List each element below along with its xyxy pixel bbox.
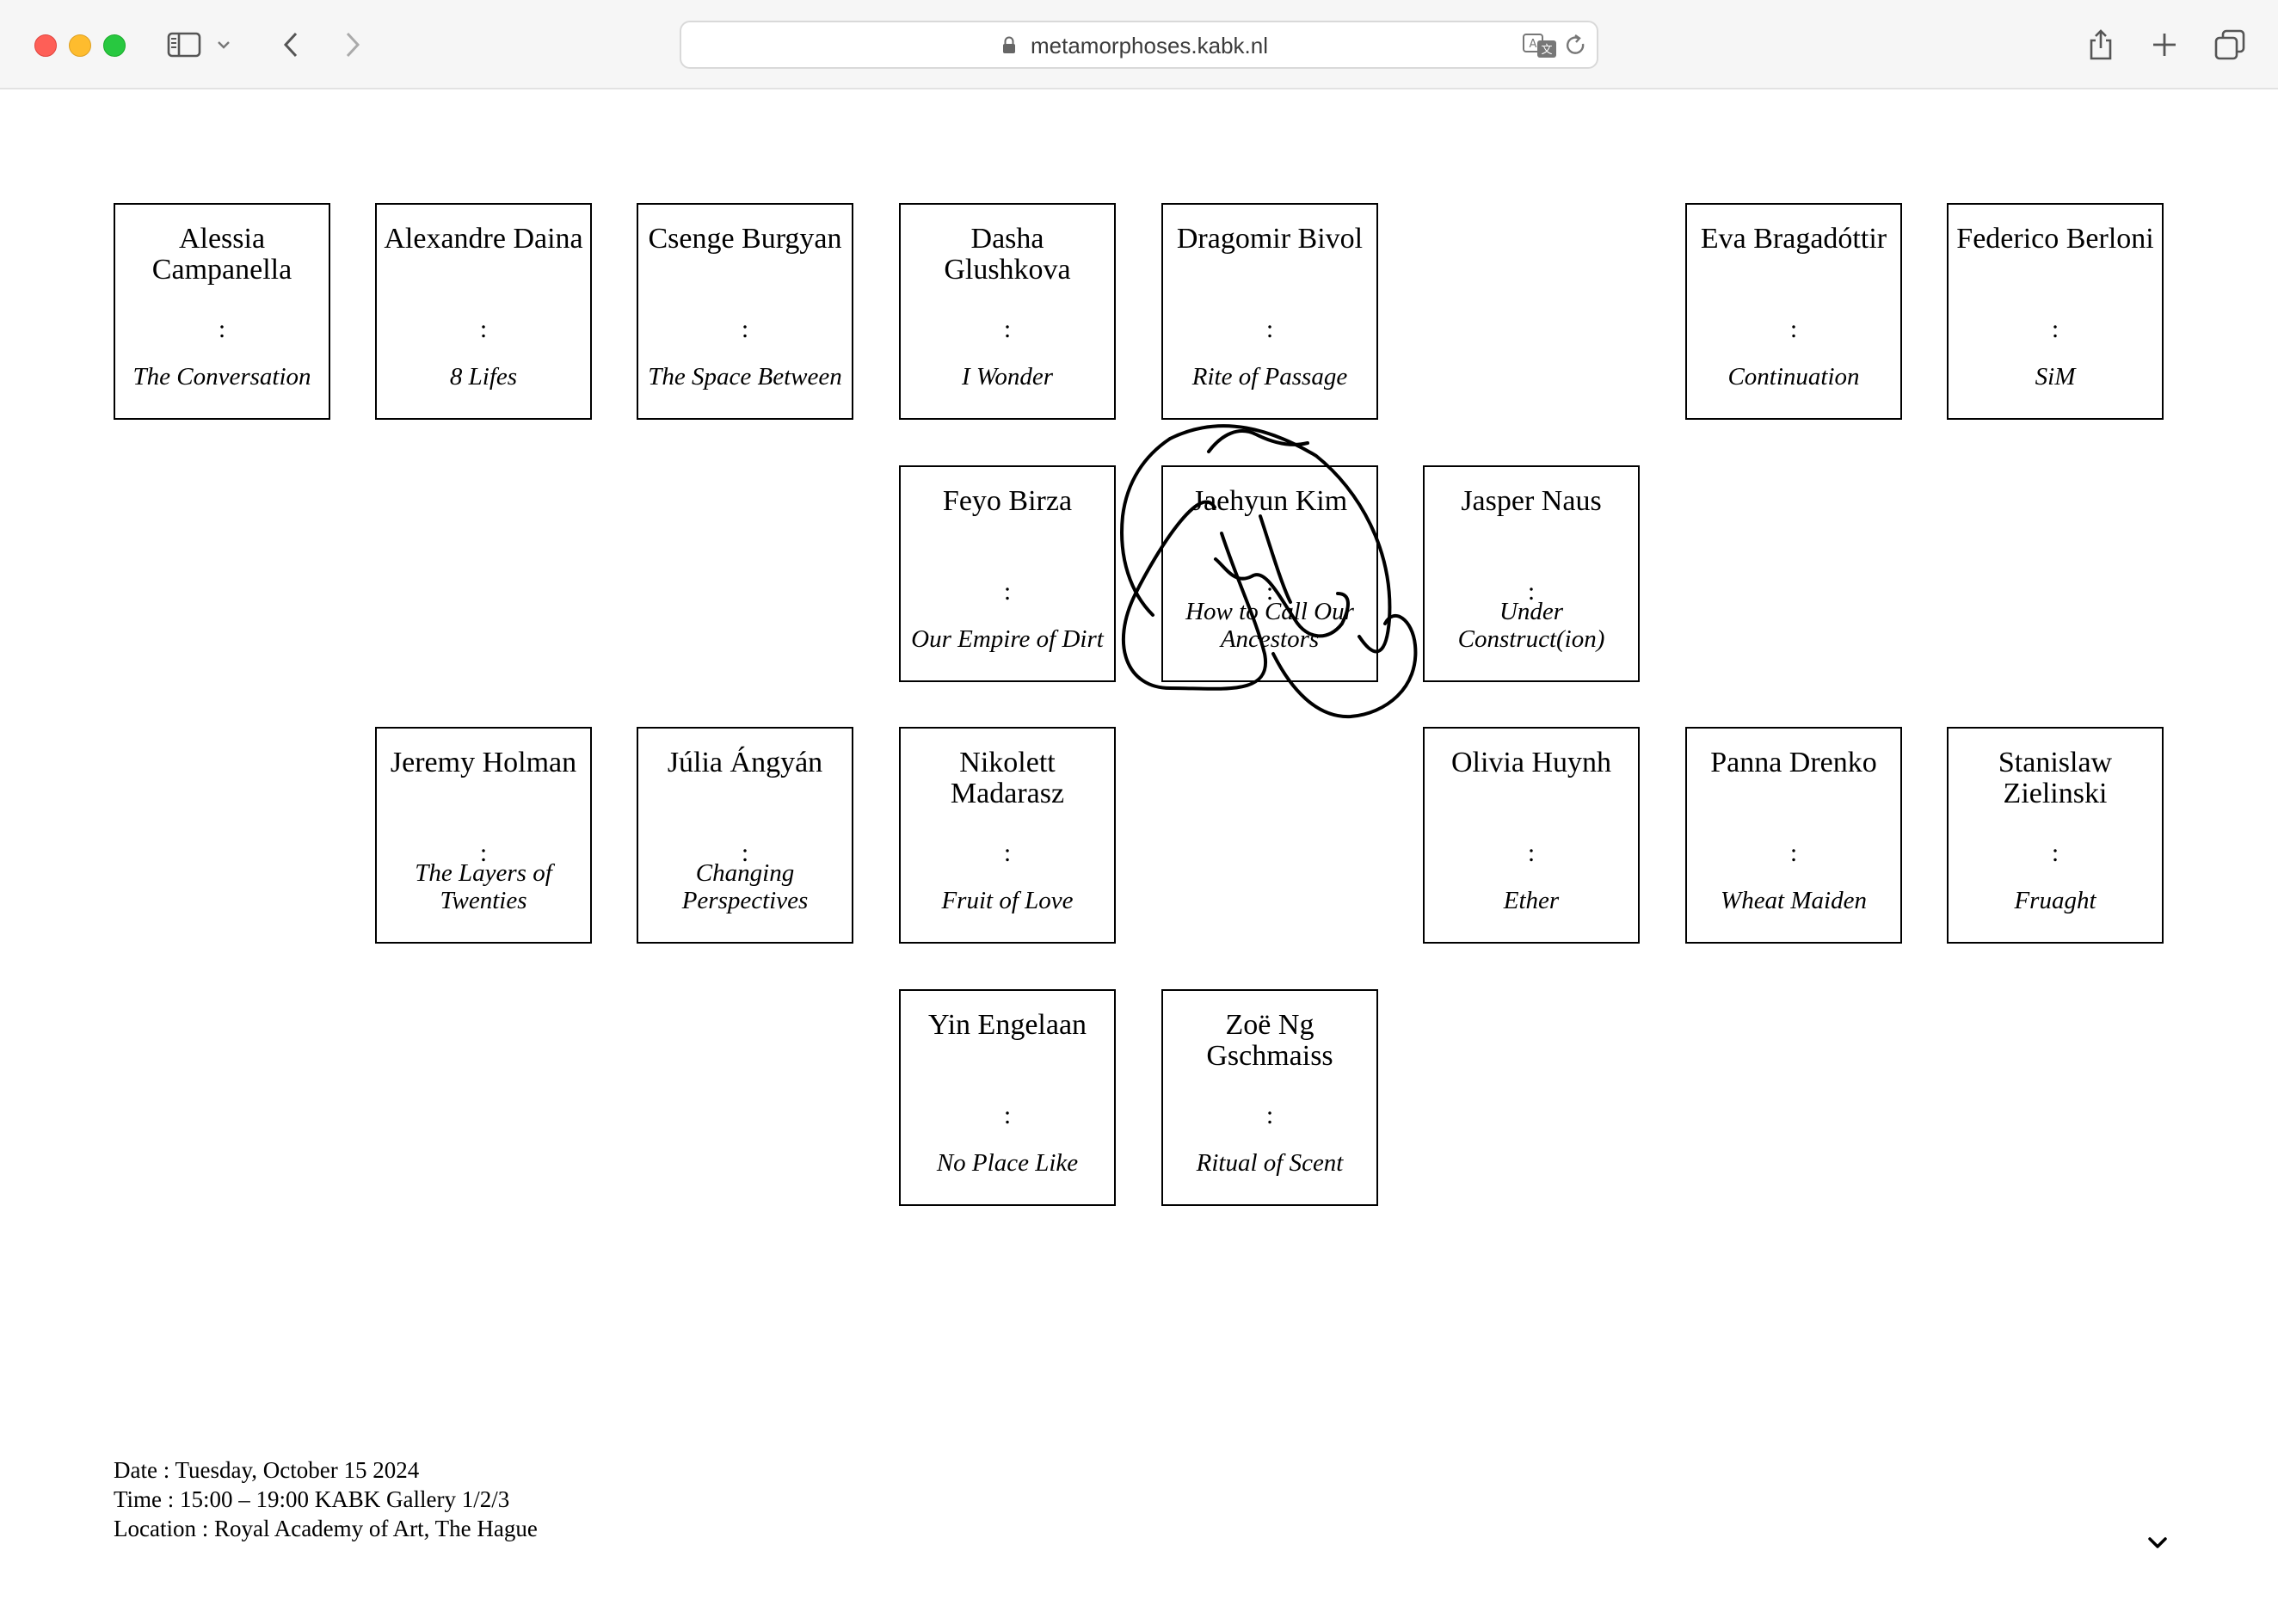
separator: : bbox=[741, 315, 749, 343]
artist-tile[interactable]: Federico Berloni : SiM bbox=[1947, 203, 2164, 420]
separator: : bbox=[1265, 315, 1274, 343]
event-location: Location : Royal Academy of Art, The Hag… bbox=[114, 1516, 538, 1541]
artist-name: Yin Engelaan bbox=[927, 1009, 1087, 1041]
artist-name: Olivia Huynh bbox=[1450, 747, 1612, 778]
artist-tile[interactable]: Dragomir Bivol : Rite of Passage bbox=[1161, 203, 1378, 420]
sidebar-icon[interactable] bbox=[165, 26, 203, 64]
artist-name: Alessia Campanella bbox=[151, 223, 292, 286]
work-title: Our Empire of Dirt bbox=[911, 625, 1104, 653]
artist-tile[interactable]: Stanislaw Zielinski : Fruaght bbox=[1947, 727, 2164, 944]
separator: : bbox=[1527, 577, 1536, 606]
separator: : bbox=[1265, 1101, 1274, 1129]
work-title: The Layers of Twenties bbox=[415, 859, 552, 914]
chevron-right-icon[interactable] bbox=[334, 26, 372, 64]
work-title: No Place Like bbox=[936, 1149, 1079, 1177]
reload-icon[interactable] bbox=[1564, 34, 1588, 58]
artist-name: Nikolett Madarasz bbox=[950, 747, 1065, 809]
artist-tile[interactable]: Dasha Glushkova : I Wonder bbox=[899, 203, 1116, 420]
artist-name: Stanislaw Zielinski bbox=[1998, 747, 2113, 809]
separator: : bbox=[2051, 315, 2059, 343]
artist-tile[interactable]: Feyo Birza : Our Empire of Dirt bbox=[899, 465, 1116, 682]
separator: : bbox=[741, 839, 749, 867]
artist-name: Alexandre Daina bbox=[384, 223, 583, 255]
work-title: I Wonder bbox=[961, 363, 1054, 391]
artist-tile[interactable]: Jasper Naus : Under Construct(ion) bbox=[1423, 465, 1640, 682]
url-text: metamorphoses.kabk.nl bbox=[1031, 33, 1269, 58]
artist-tile[interactable]: Alexandre Daina : 8 Lifes bbox=[375, 203, 592, 420]
work-title: Fruit of Love bbox=[941, 887, 1074, 914]
work-title: Ether bbox=[1503, 887, 1560, 914]
work-title: SiM bbox=[2035, 363, 2076, 391]
artist-name: Jeremy Holman bbox=[390, 747, 577, 778]
separator: : bbox=[1527, 839, 1536, 867]
artist-tile[interactable]: Júlia Ángyán : Changing Perspectives bbox=[637, 727, 853, 944]
work-title: Continuation bbox=[1727, 363, 1860, 391]
separator: : bbox=[1789, 839, 1798, 867]
svg-text:文: 文 bbox=[1541, 44, 1552, 57]
lock-icon bbox=[1003, 36, 1015, 53]
zoom-window-button[interactable] bbox=[103, 34, 126, 57]
separator: : bbox=[479, 315, 488, 343]
work-title: How to Call Our Ancestors bbox=[1185, 598, 1354, 653]
chevron-down-icon[interactable] bbox=[2146, 1531, 2170, 1555]
artist-name: Jasper Naus bbox=[1461, 485, 1602, 517]
minimize-window-button[interactable] bbox=[69, 34, 91, 57]
separator: : bbox=[479, 839, 488, 867]
artist-name: Federico Berloni bbox=[1956, 223, 2154, 255]
separator: : bbox=[1789, 315, 1798, 343]
work-title: 8 Lifes bbox=[449, 363, 518, 391]
artist-tile[interactable]: Olivia Huynh : Ether bbox=[1423, 727, 1640, 944]
artist-name: Dragomir Bivol bbox=[1176, 223, 1364, 255]
artist-tile[interactable]: Alessia Campanella : The Conversation bbox=[114, 203, 330, 420]
separator: : bbox=[1003, 839, 1012, 867]
event-time: Time : 15:00 – 19:00 KABK Gallery 1/2/3 bbox=[114, 1486, 510, 1512]
artist-name: Eva Bragadóttir bbox=[1700, 223, 1887, 255]
artist-name: Dasha Glushkova bbox=[944, 223, 1071, 286]
artist-name: Csenge Burgyan bbox=[648, 223, 842, 255]
share-icon[interactable] bbox=[2082, 26, 2120, 64]
work-title: Changing Perspectives bbox=[681, 859, 809, 914]
separator: : bbox=[1003, 315, 1012, 343]
event-info: Date : Tuesday, October 15 2024 Time : 1… bbox=[114, 1455, 538, 1543]
artist-tile[interactable]: Eva Bragadóttir : Continuation bbox=[1685, 203, 1902, 420]
separator: : bbox=[1003, 1101, 1012, 1129]
event-date: Date : Tuesday, October 15 2024 bbox=[114, 1457, 420, 1483]
work-title: Wheat Maiden bbox=[1721, 887, 1867, 914]
separator: : bbox=[218, 315, 226, 343]
work-title: Under Construct(ion) bbox=[1457, 598, 1605, 653]
artist-tile[interactable]: Panna Drenko : Wheat Maiden bbox=[1685, 727, 1902, 944]
svg-text:A: A bbox=[1530, 38, 1537, 51]
artist-name: Júlia Ángyán bbox=[667, 747, 823, 778]
artist-name: Jaehyun Kim bbox=[1191, 485, 1348, 517]
work-title: Rite of Passage bbox=[1191, 363, 1348, 391]
work-title: Fruaght bbox=[2014, 887, 2096, 914]
chevron-down-icon[interactable] bbox=[213, 26, 234, 64]
work-title: The Space Between bbox=[648, 363, 842, 391]
artist-tile[interactable]: Csenge Burgyan : The Space Between bbox=[637, 203, 853, 420]
chevron-left-icon[interactable] bbox=[272, 26, 310, 64]
artist-tile[interactable]: Yin Engelaan : No Place Like bbox=[899, 989, 1116, 1206]
plus-icon[interactable] bbox=[2146, 26, 2183, 64]
artist-name: Zoë Ng Gschmaiss bbox=[1206, 1009, 1333, 1072]
artist-name: Panna Drenko bbox=[1710, 747, 1877, 778]
artist-tile[interactable]: Jaehyun Kim : How to Call Our Ancestors bbox=[1161, 465, 1378, 682]
artist-tile[interactable]: Jeremy Holman : The Layers of Twenties bbox=[375, 727, 592, 944]
artist-tile[interactable]: Zoë Ng Gschmaiss : Ritual of Scent bbox=[1161, 989, 1378, 1206]
artist-tile[interactable]: Nikolett Madarasz : Fruit of Love bbox=[899, 727, 1116, 944]
tab-overview-icon[interactable] bbox=[2211, 26, 2249, 64]
work-title: The Conversation bbox=[132, 363, 311, 391]
work-title: Ritual of Scent bbox=[1196, 1149, 1344, 1177]
artist-name: Feyo Birza bbox=[942, 485, 1073, 517]
separator: : bbox=[1003, 577, 1012, 606]
separator: : bbox=[2051, 839, 2059, 867]
close-window-button[interactable] bbox=[34, 34, 57, 57]
